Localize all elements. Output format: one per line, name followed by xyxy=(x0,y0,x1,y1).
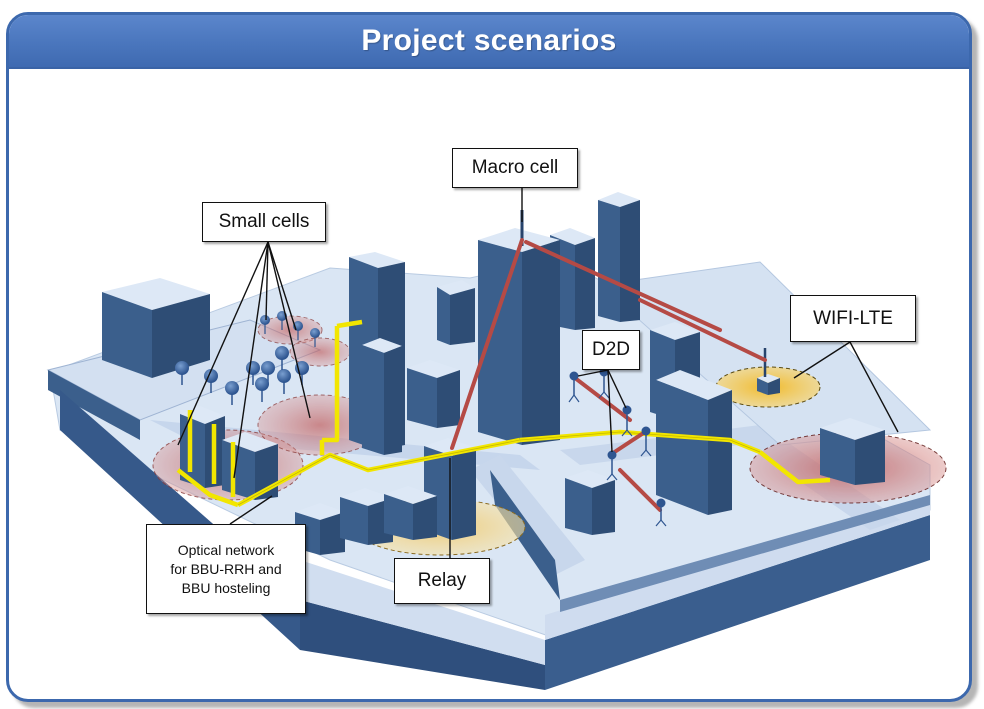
tree-icon xyxy=(255,377,269,402)
callout-lines xyxy=(177,188,899,560)
buildings xyxy=(102,192,885,555)
building xyxy=(565,470,615,535)
building xyxy=(656,370,732,515)
building xyxy=(362,338,402,455)
title-bar: Project scenarios xyxy=(9,15,969,69)
small-cells-label-text: Small cells xyxy=(218,211,310,232)
d2d-label: D2D xyxy=(582,330,640,370)
user-icon xyxy=(640,426,652,457)
slide-title: Project scenarios xyxy=(361,24,617,57)
optical-network-line-2: for BBU-RRH and xyxy=(170,560,282,577)
optical-network-line-1: Optical network xyxy=(177,541,275,558)
macro-cell-label-text: Macro cell xyxy=(471,157,559,178)
wifi-lte-building xyxy=(820,418,885,485)
user-icon xyxy=(606,450,618,481)
wifi-access-point xyxy=(757,348,780,395)
user-icon xyxy=(655,498,667,527)
d2d-users xyxy=(568,367,667,527)
building xyxy=(102,278,210,378)
building xyxy=(598,192,640,322)
small-cells-label: Small cells xyxy=(202,202,326,242)
user-icon xyxy=(621,405,633,437)
optical-network-label: Optical network for BBU-RRH and BBU host… xyxy=(146,524,306,614)
tree-icon xyxy=(310,328,320,347)
building xyxy=(437,280,475,345)
small-cell-zone xyxy=(257,315,323,345)
building xyxy=(407,360,460,428)
building xyxy=(384,486,437,540)
tree-icon xyxy=(277,369,291,394)
relay-label: Relay xyxy=(394,558,490,604)
optical-link-outline xyxy=(237,431,761,506)
tree-icon xyxy=(175,361,189,385)
optical-network-line-3: BBU hosteling xyxy=(181,579,271,596)
relay-label-text: Relay xyxy=(417,570,467,591)
wireless-links xyxy=(450,238,767,512)
tree-icon xyxy=(275,346,289,370)
wifi-lte-label: WIFI-LTE xyxy=(790,295,916,342)
macro-cell-label: Macro cell xyxy=(452,148,578,188)
wifi-lte-label-text: WIFI-LTE xyxy=(813,307,893,329)
user-icon xyxy=(568,371,580,403)
tree-icon xyxy=(260,315,270,334)
d2d-label-text: D2D xyxy=(591,339,630,360)
tree-icon xyxy=(225,381,239,405)
